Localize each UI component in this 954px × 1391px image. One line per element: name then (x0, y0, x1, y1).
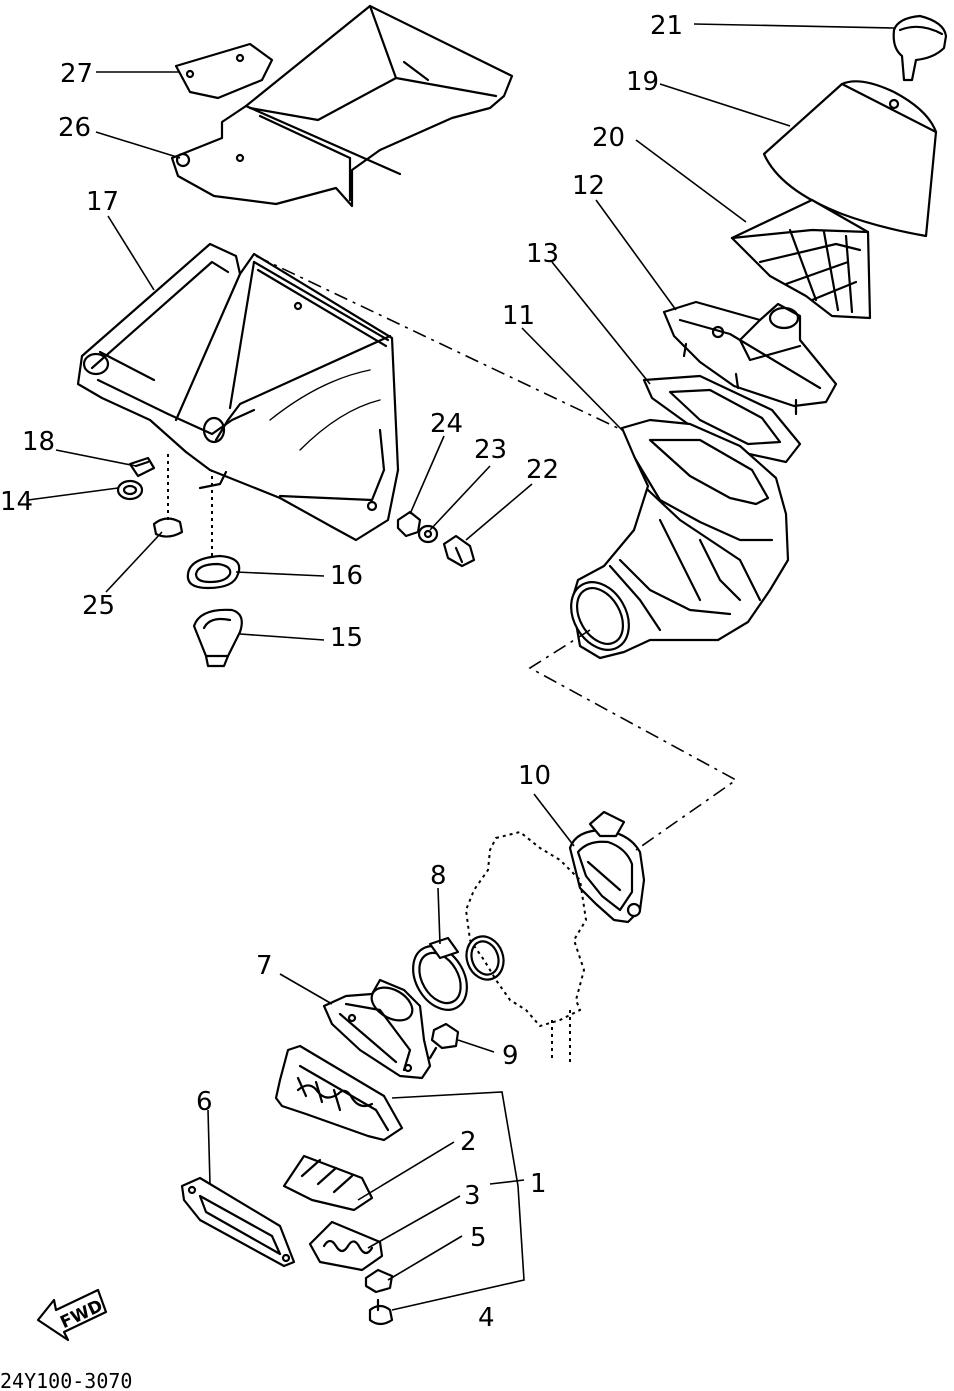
callout-15: 15 (330, 623, 363, 653)
alignment-lines (255, 255, 738, 851)
callout-12: 12 (572, 171, 605, 201)
callout-20: 20 (592, 123, 625, 153)
callout-labels: 21 19 20 12 13 11 27 26 17 18 14 25 16 1… (0, 11, 683, 1391)
part-15-funnel (192, 608, 243, 668)
callout-24: 24 (430, 409, 463, 439)
part-16-gasket (186, 470, 241, 590)
callout-17: 17 (86, 187, 119, 217)
part-6-gasket (180, 1176, 296, 1268)
part-23-washer (417, 524, 439, 544)
callout-4: 4 (478, 1303, 495, 1333)
callout-6: 6 (196, 1087, 213, 1117)
part-12-filter-bracket (662, 300, 838, 416)
part-18-grommet (128, 456, 156, 478)
callout-25: 25 (82, 591, 115, 621)
part-9-bolt (428, 1022, 460, 1060)
callout-11: 11 (502, 301, 535, 331)
callout-26: 26 (58, 113, 91, 143)
part-5-lock-washer (364, 1268, 394, 1294)
callout-19: 19 (626, 67, 659, 97)
part-22-bolt (442, 534, 476, 568)
callout-7: 7 (256, 951, 273, 981)
callout-27: 27 (60, 59, 93, 89)
callout-2: 2 (460, 1127, 477, 1157)
part-21-wing-knob (892, 14, 948, 82)
part-17-air-box (76, 242, 400, 542)
part-10-carburetor-joint (568, 810, 646, 924)
part-4-screw (368, 1298, 394, 1326)
part-19-filter-element (762, 80, 938, 238)
part-2-reed-petal (282, 1154, 374, 1212)
fwd-direction-arrow: FWD (36, 1288, 108, 1342)
part-8-hose-clamp (412, 936, 468, 1011)
leader-lines (27, 23, 895, 1311)
callout-22: 22 (526, 455, 559, 485)
callout-8: 8 (430, 861, 447, 891)
callout-5: 5 (470, 1223, 487, 1253)
part-24-nut (396, 510, 422, 538)
part-7-intake-manifold (322, 978, 432, 1080)
part-26-air-box-lid (170, 4, 514, 208)
carburetor-outline (464, 830, 588, 1062)
o-ring (465, 935, 505, 981)
callout-10: 10 (518, 761, 551, 791)
callout-21: 21 (650, 11, 683, 41)
callout-9: 9 (502, 1041, 519, 1071)
part-3-reed-stopper (308, 1220, 384, 1272)
callout-13: 13 (526, 239, 559, 269)
part-25-damper (152, 450, 184, 538)
part-27-cover-plate (174, 42, 274, 100)
drawing-code: 24Y100-3070 (0, 1369, 132, 1391)
part-14-grommet (116, 479, 144, 501)
callout-14: 14 (0, 487, 33, 517)
part-20-filter-cage (730, 198, 872, 320)
callout-23: 23 (474, 435, 507, 465)
callout-3: 3 (464, 1181, 481, 1211)
callout-18: 18 (22, 427, 55, 457)
callout-1: 1 (530, 1169, 547, 1199)
part-1-reed-valve-assembly (274, 1044, 404, 1142)
part-13-gasket (642, 374, 802, 464)
part-11-intake-duct (570, 418, 790, 660)
callout-16: 16 (330, 561, 363, 591)
